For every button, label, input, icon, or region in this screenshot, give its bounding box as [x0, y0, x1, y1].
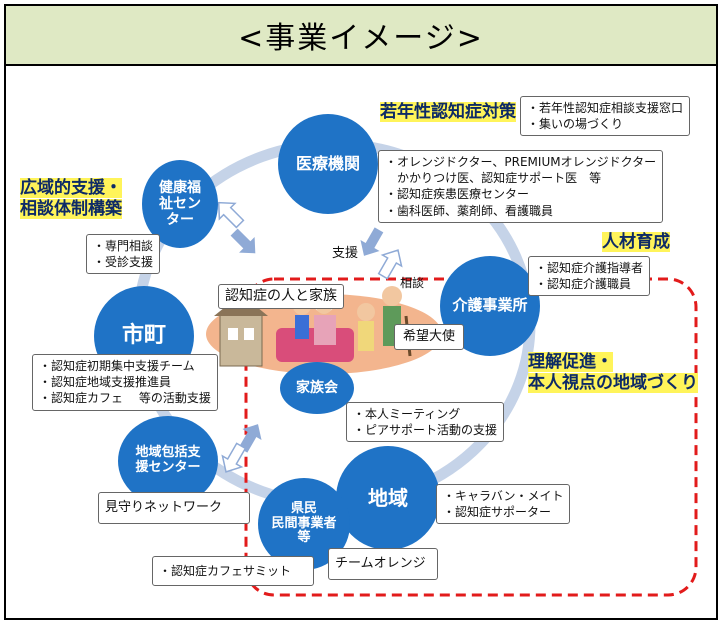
heading-young-onset: 若年性認知症対策 — [380, 102, 516, 122]
family-illustration — [206, 286, 442, 374]
box-watch-network: 見守りネットワーク — [98, 492, 250, 524]
heading-wide-area-support: 広域的支援・ 相談体制構築 — [20, 178, 122, 220]
arrow-medical-support — [360, 227, 384, 256]
box-team-orange: チームオレンジ — [328, 548, 438, 580]
box-community: ・キャラバン・メイト ・認知症サポーター — [436, 484, 571, 525]
arrow-health-out — [230, 228, 256, 254]
node-medical-institution: 医療機関 — [278, 114, 378, 214]
node-comprehensive-support-center: 地域包括支 援センター — [118, 416, 218, 506]
label-consultation: 相談 — [400, 276, 425, 290]
box-city: ・認知症初期集中支援チーム ・認知症地域支援推進員 ・認知症カフェ 等の活動支援 — [32, 354, 218, 411]
box-family-association: ・本人ミーティング ・ピアサポート活動の支援 — [346, 402, 505, 443]
arrow-health-in — [217, 201, 245, 229]
label-support: 支援 — [332, 246, 359, 261]
box-hr-development: ・認知症介護指導者 ・認知症介護職員 — [528, 256, 651, 297]
node-health-welfare-center: 健康福 祉セン ター — [142, 160, 218, 248]
arrow-comprehensive-out — [221, 442, 247, 473]
node-family-association: 家族会 — [280, 362, 354, 414]
label-person-and-family: 認知症の人と家族 — [218, 284, 344, 309]
diagram-frame: <事業イメージ> — [4, 4, 718, 620]
label-hope-ambassador: 希望大使 — [394, 324, 465, 350]
arrow-medical-consult — [377, 249, 403, 280]
page-title: <事業イメージ> — [6, 6, 716, 66]
box-young-onset: ・若年性認知症相談支援窓口 ・集いの場づくり — [520, 96, 691, 137]
heading-hr-development: 人材育成 — [602, 232, 670, 252]
box-health-center: ・専門相談 ・受診支援 — [86, 234, 161, 275]
box-medical: ・オレンジドクター、PREMIUMオレンジドクター かかりつけ医、認知症サポート… — [378, 150, 664, 223]
box-cafe-summit: ・認知症カフェサミット — [152, 556, 314, 586]
arrow-comprehensive-in — [238, 424, 262, 453]
node-community: 地域 — [336, 446, 440, 550]
heading-understanding: 理解促進・ 本人視点の地域づくり — [528, 352, 698, 394]
